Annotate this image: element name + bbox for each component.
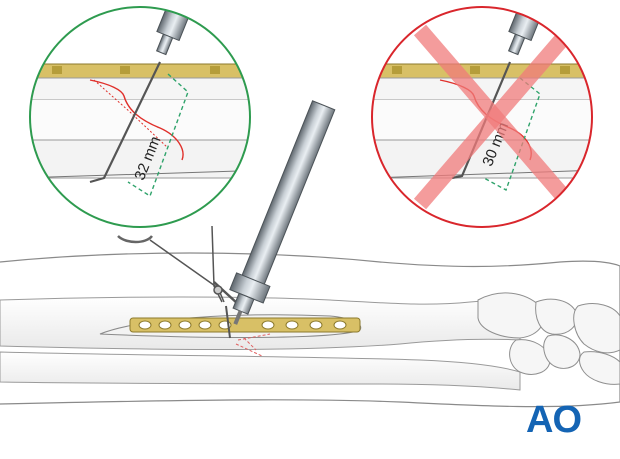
plate-hole (158, 320, 172, 330)
plate-hole (333, 320, 347, 330)
plate-hole (261, 320, 275, 330)
fracture-line (89, 79, 184, 161)
incorrect-ring (371, 6, 593, 228)
incorrect-detail-view: 30 mm (371, 6, 593, 228)
screw-path-indicator (235, 333, 271, 357)
screwdriver (229, 100, 336, 325)
logo-text: AO (526, 399, 581, 441)
reduction-forceps (117, 225, 239, 339)
ulna-bone (0, 351, 521, 391)
plate-holes (138, 320, 347, 330)
plate-hole (309, 320, 323, 330)
plate-hole (178, 320, 192, 330)
depth-gauge-hook (89, 61, 161, 184)
correct-detail-view: 32 mm (29, 6, 251, 228)
cross-icon (413, 24, 577, 210)
correct-ring (29, 6, 251, 228)
measure-bracket (127, 73, 189, 198)
plate-hole (138, 320, 152, 330)
bone-plate (129, 317, 361, 333)
wrist-carpals (477, 292, 620, 385)
plate-hole (198, 320, 212, 330)
ao-logo-icon: AO (526, 399, 582, 441)
plate-hole (285, 320, 299, 330)
